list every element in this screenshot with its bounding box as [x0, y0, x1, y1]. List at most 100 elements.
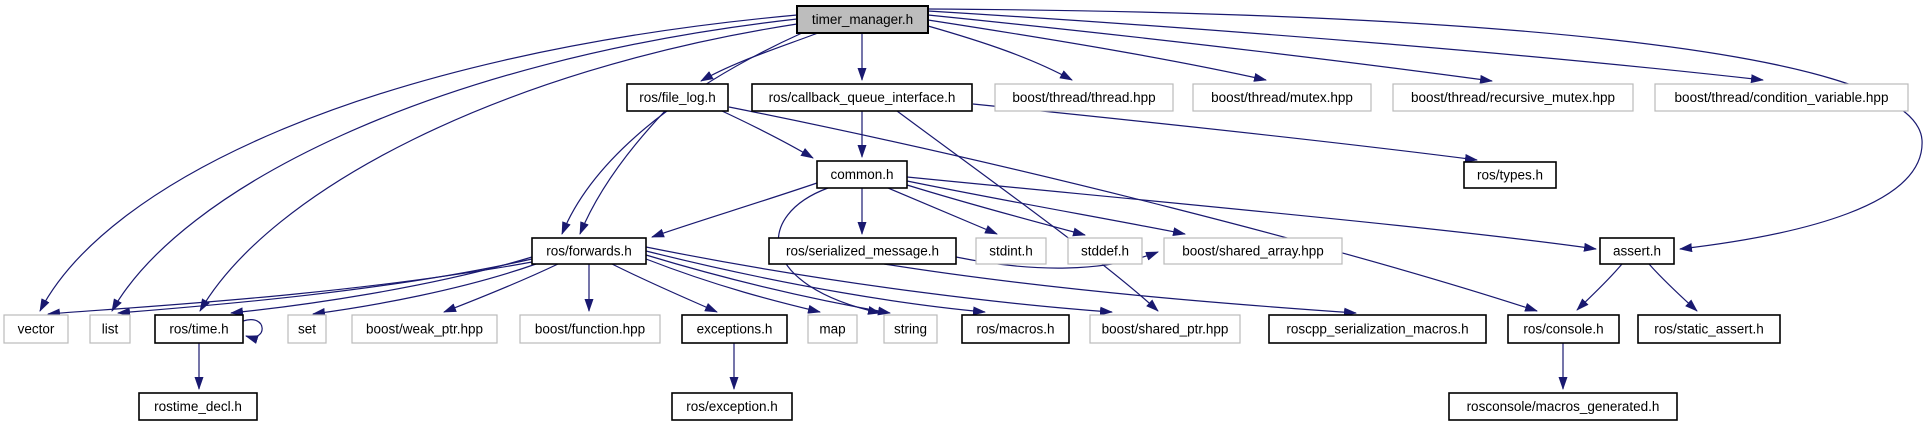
node-shared_array[interactable]: boost/shared_array.hpp	[1163, 237, 1343, 265]
node-function[interactable]: boost/function.hpp	[519, 314, 661, 344]
edge-common-to-stddef	[906, 184, 1086, 237]
edge-tm-to-mutex	[927, 19, 1267, 82]
edge-forwards-to-shared_ptr	[645, 246, 1113, 316]
node-exceptions[interactable]: exceptions.h	[681, 314, 788, 344]
node-label: set	[298, 322, 316, 337]
node-box[interactable]	[671, 392, 793, 421]
node-box[interactable]	[961, 314, 1070, 344]
edge-tm-to-forwards	[561, 32, 803, 235]
node-box[interactable]	[1448, 392, 1678, 421]
node-box[interactable]	[1089, 314, 1241, 344]
node-shared_ptr[interactable]: boost/shared_ptr.hpp	[1089, 314, 1241, 344]
node-box[interactable]	[768, 237, 957, 265]
edge-time-to-time	[242, 319, 263, 344]
node-callback[interactable]: ros/callback_queue_interface.h	[751, 83, 973, 112]
node-box[interactable]	[138, 392, 258, 421]
node-label: rostime_decl.h	[154, 399, 242, 414]
node-mutex[interactable]: boost/thread/mutex.hpp	[1192, 83, 1372, 112]
node-stddef[interactable]: stddef.h	[1067, 237, 1143, 265]
edge-forwards-to-map	[645, 258, 821, 314]
node-box[interactable]	[287, 314, 327, 344]
node-label: assert.h	[1613, 244, 1661, 259]
node-box[interactable]	[751, 83, 973, 112]
node-box[interactable]	[1599, 237, 1675, 265]
node-label: boost/weak_ptr.hpp	[366, 322, 483, 337]
node-label: boost/thread/condition_variable.hpp	[1675, 90, 1889, 105]
node-box[interactable]	[1463, 161, 1557, 189]
node-box[interactable]	[1268, 314, 1487, 344]
node-weak_ptr[interactable]: boost/weak_ptr.hpp	[351, 314, 498, 344]
node-roscpp_macros[interactable]: roscpp_serialization_macros.h	[1268, 314, 1487, 344]
node-box[interactable]	[1654, 83, 1909, 112]
node-label: ros/serialized_message.h	[786, 244, 939, 259]
node-box[interactable]	[816, 160, 908, 189]
edge-forwards-to-string	[645, 254, 891, 316]
node-box[interactable]	[351, 314, 498, 344]
edge-forwards-to-list	[117, 258, 533, 317]
node-box[interactable]	[1192, 83, 1372, 112]
edge-forwards-to-time	[230, 256, 533, 317]
node-types[interactable]: ros/types.h	[1463, 161, 1557, 189]
node-condvar[interactable]: boost/thread/condition_variable.hpp	[1654, 83, 1909, 112]
node-box[interactable]	[626, 83, 729, 112]
node-label: ros/console.h	[1523, 322, 1603, 337]
edge-forwards-to-set	[312, 263, 537, 317]
node-rmutex[interactable]: boost/thread/recursive_mutex.hpp	[1392, 83, 1634, 112]
edge-common-to-forwards	[651, 182, 818, 238]
node-serialized[interactable]: ros/serialized_message.h	[768, 237, 957, 265]
node-box[interactable]	[1637, 314, 1781, 344]
edge-forwards-to-exceptions	[611, 263, 718, 313]
node-box[interactable]	[975, 237, 1047, 265]
edge-file_log-to-forwards	[579, 110, 666, 235]
node-macros[interactable]: ros/macros.h	[961, 314, 1070, 344]
node-box[interactable]	[1507, 314, 1620, 344]
node-assert[interactable]: assert.h	[1599, 237, 1675, 265]
edge-common-to-assert	[906, 176, 1597, 252]
edge-file_log-to-common	[721, 110, 814, 159]
edge-serialized-to-roscpp_macros	[883, 263, 1357, 317]
node-label: ros/time.h	[169, 322, 228, 337]
node-time[interactable]: ros/time.h	[154, 314, 244, 344]
node-static_assert[interactable]: ros/static_assert.h	[1637, 314, 1781, 344]
edge-file_log-to-console	[728, 106, 1538, 312]
node-file_log[interactable]: ros/file_log.h	[626, 83, 729, 112]
node-forwards[interactable]: ros/forwards.h	[531, 237, 647, 265]
node-label: boost/thread/recursive_mutex.hpp	[1411, 90, 1615, 105]
node-box[interactable]	[1067, 237, 1143, 265]
node-rosconsole[interactable]: rosconsole/macros_generated.h	[1448, 392, 1678, 421]
edge-tm-to-thread	[927, 25, 1073, 81]
node-box[interactable]	[154, 314, 244, 344]
node-set[interactable]: set	[287, 314, 327, 344]
node-label: map	[819, 322, 845, 337]
node-string[interactable]: string	[883, 314, 938, 344]
node-box[interactable]	[531, 237, 647, 265]
node-box[interactable]	[3, 314, 69, 344]
node-box[interactable]	[1163, 237, 1343, 265]
edge-tm-to-vector	[39, 14, 798, 312]
node-stdint[interactable]: stdint.h	[975, 237, 1047, 265]
node-vector[interactable]: vector	[3, 314, 69, 344]
node-label: ros/file_log.h	[639, 90, 716, 105]
node-box[interactable]	[1392, 83, 1634, 112]
node-label: ros/forwards.h	[546, 244, 632, 259]
node-box[interactable]	[883, 314, 938, 344]
node-list[interactable]: list	[89, 314, 131, 344]
node-thread[interactable]: boost/thread/thread.hpp	[994, 83, 1174, 112]
edge-common-to-shared_array	[906, 180, 1186, 237]
node-exception[interactable]: ros/exception.h	[671, 392, 793, 421]
node-box[interactable]	[681, 314, 788, 344]
node-console[interactable]: ros/console.h	[1507, 314, 1620, 344]
node-box[interactable]	[89, 314, 131, 344]
node-common[interactable]: common.h	[816, 160, 908, 189]
node-map[interactable]: map	[807, 314, 858, 344]
node-box[interactable]	[519, 314, 661, 344]
node-box[interactable]	[807, 314, 858, 344]
node-label: ros/callback_queue_interface.h	[769, 90, 956, 105]
node-box[interactable]	[994, 83, 1174, 112]
node-label: boost/shared_array.hpp	[1182, 244, 1324, 259]
edge-common-to-stdint	[887, 187, 998, 235]
node-rostime_decl[interactable]: rostime_decl.h	[138, 392, 258, 421]
node-label: roscpp_serialization_macros.h	[1286, 322, 1468, 337]
node-label: boost/function.hpp	[535, 322, 645, 337]
